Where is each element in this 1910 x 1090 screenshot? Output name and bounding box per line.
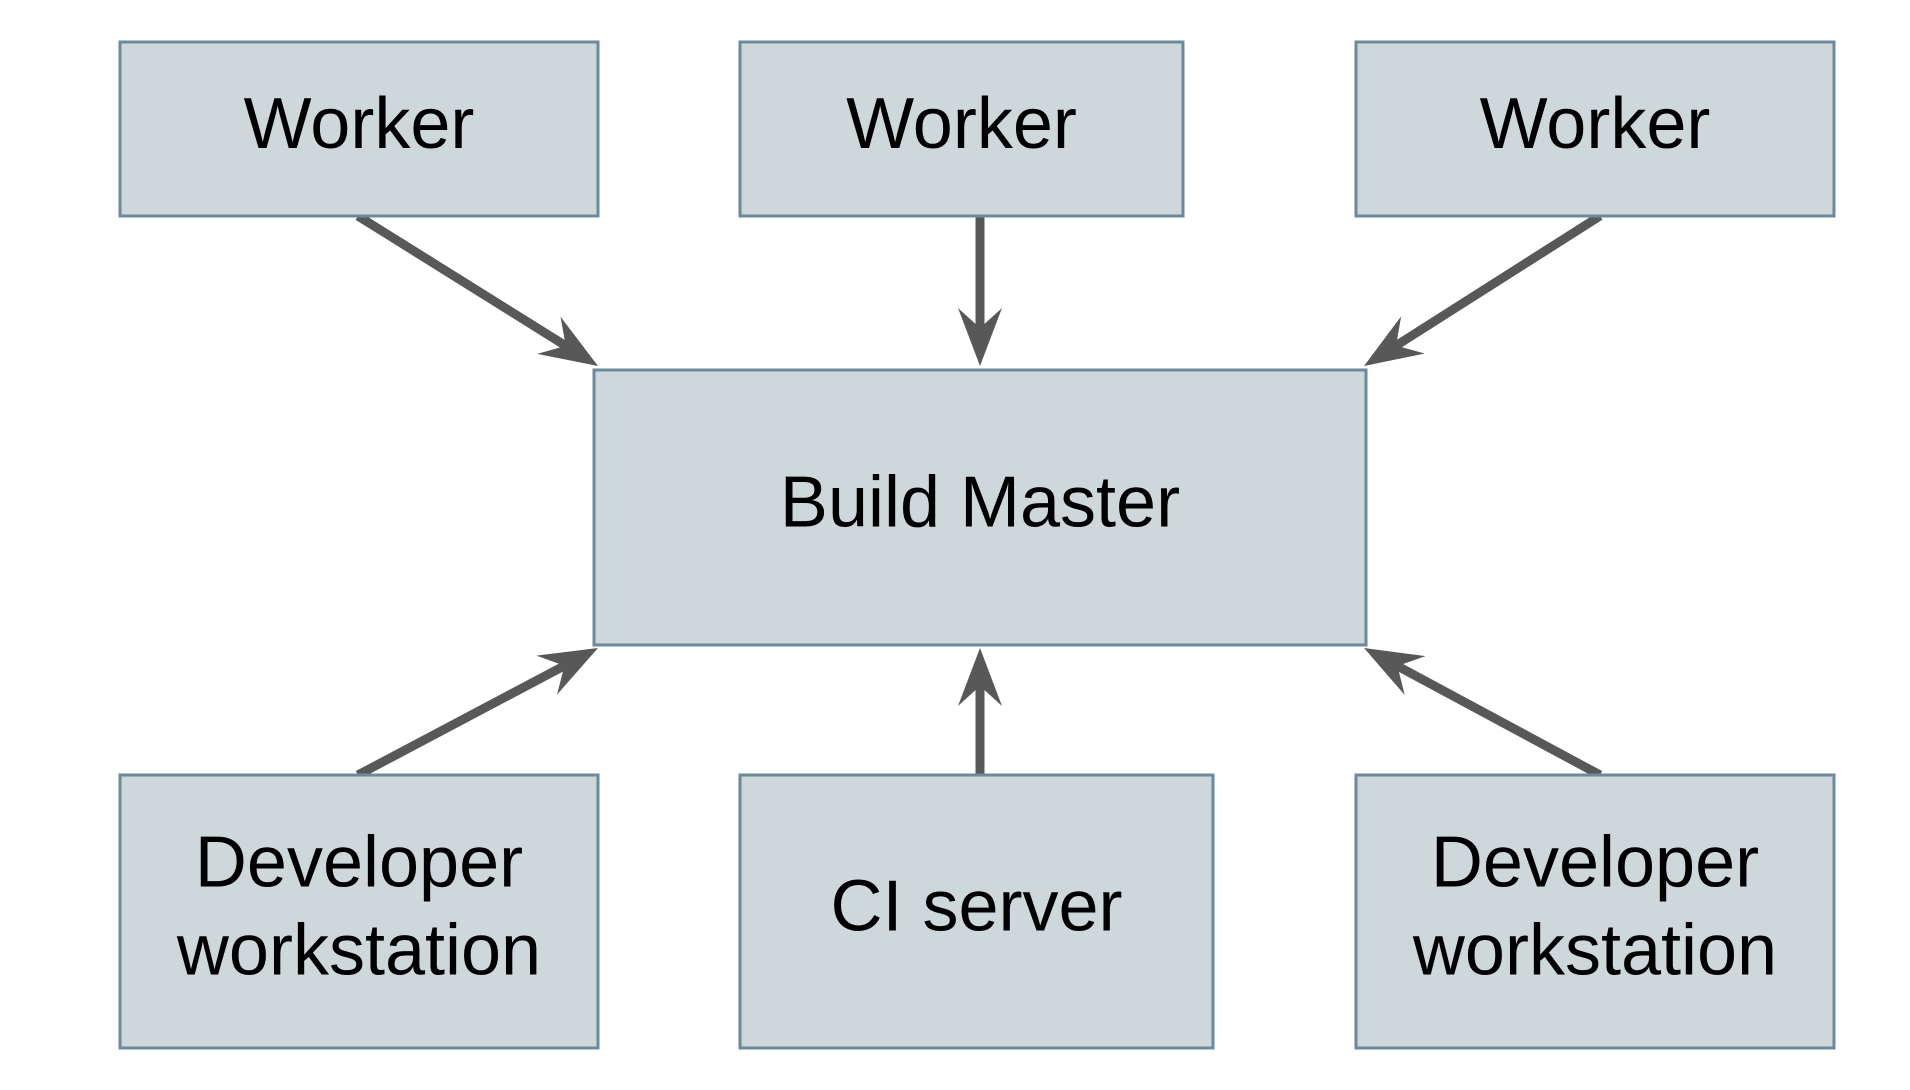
node-label-line: workstation	[1412, 911, 1777, 991]
node-label: Worker	[1480, 84, 1711, 164]
node-box[interactable]	[1354, 773, 1836, 1050]
node-build-master[interactable]: Build Master	[592, 368, 1368, 647]
edge-worker-left-to-build-master	[355, 212, 598, 366]
edge-worker-center-to-build-master	[958, 216, 1002, 366]
edge-arrowhead	[958, 308, 1002, 366]
node-label: Build Master	[780, 463, 1180, 543]
node-ci-server[interactable]: CI server	[738, 773, 1215, 1050]
node-label-line: Worker	[846, 84, 1077, 164]
edge-arrowhead	[1364, 648, 1426, 695]
edge-shaft	[355, 212, 570, 351]
node-label-line: workstation	[176, 911, 541, 991]
edge-worker-right-to-build-master	[1364, 212, 1603, 366]
node-worker-left[interactable]: Worker	[118, 40, 600, 218]
node-label: CI server	[830, 867, 1122, 947]
node-box[interactable]	[118, 40, 600, 218]
edge-arrowhead	[1364, 316, 1425, 366]
node-box[interactable]	[592, 368, 1368, 647]
node-label: Worker	[244, 84, 475, 164]
edges-layer	[355, 212, 1603, 779]
edge-shaft	[355, 660, 569, 779]
edge-developer-workstation-left-to-build-master	[355, 648, 598, 779]
node-label: Worker	[846, 84, 1077, 164]
node-label-line: Worker	[244, 84, 475, 164]
node-worker-right[interactable]: Worker	[1354, 40, 1836, 218]
edge-developer-workstation-right-to-build-master	[1364, 648, 1603, 779]
node-worker-center[interactable]: Worker	[738, 40, 1185, 218]
edge-shaft	[1393, 661, 1603, 779]
node-label-line: CI server	[830, 867, 1122, 947]
edge-shaft	[1391, 212, 1603, 351]
edge-arrowhead	[537, 316, 598, 366]
edge-arrowhead	[536, 648, 598, 695]
node-box[interactable]	[118, 773, 600, 1050]
node-label-line: Worker	[1480, 84, 1711, 164]
node-box[interactable]	[738, 40, 1185, 218]
node-label-line: Build Master	[780, 463, 1180, 543]
node-box[interactable]	[1354, 40, 1836, 218]
node-label-line: Developer	[1431, 823, 1759, 903]
node-box[interactable]	[738, 773, 1215, 1050]
node-label-line: Developer	[195, 823, 523, 903]
edge-arrowhead	[958, 648, 1002, 706]
edge-ci-server-to-build-master	[958, 648, 1002, 775]
